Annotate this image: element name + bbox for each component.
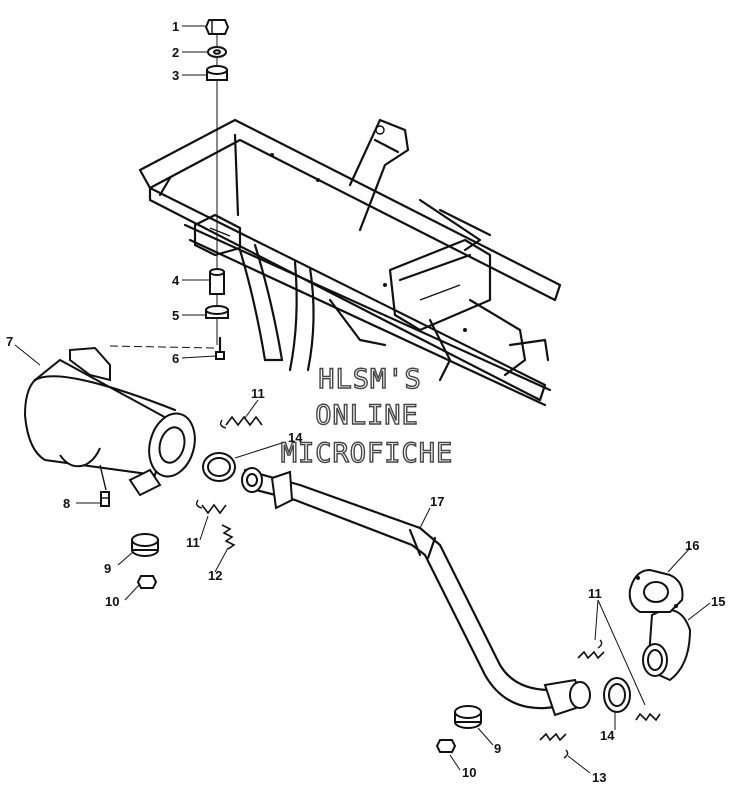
spring-part-13	[539, 732, 569, 759]
callout-11c: 11	[588, 586, 602, 601]
callout-12: 12	[208, 568, 222, 583]
callout-11b: 11	[186, 535, 200, 550]
callout-5: 5	[172, 308, 179, 323]
grommet-part-5	[205, 305, 229, 319]
callout-14a: 14	[288, 430, 303, 445]
watermark-line-3: MICROFICHE	[281, 438, 454, 469]
grommet-part-3	[206, 65, 228, 81]
callout-15: 15	[711, 594, 725, 609]
washer-part-2	[207, 46, 227, 58]
collar-part-4	[209, 268, 225, 295]
callout-9b: 9	[494, 741, 501, 756]
spring-part-11c	[577, 639, 605, 660]
watermark-line-2: ONLINE	[315, 400, 419, 431]
callout-17: 17	[430, 494, 444, 509]
callout-9a: 9	[104, 561, 111, 576]
spring-part-11d	[635, 712, 661, 722]
callout-13: 13	[592, 770, 606, 785]
header-pipe-part-17	[241, 467, 591, 717]
watermark-line-1: HLSM'S	[318, 364, 422, 395]
watermark: HLSM'S ONLINE MICROFICHE	[280, 363, 454, 469]
flange-part-15	[642, 609, 692, 682]
callout-11a: 11	[251, 386, 265, 401]
callout-14b: 14	[600, 728, 615, 743]
grommet-part-9a	[131, 533, 159, 557]
mount-stack	[109, 19, 230, 360]
nut-part-10b	[435, 739, 457, 753]
callout-16: 16	[685, 538, 699, 553]
gasket-part-14b	[603, 677, 631, 713]
callout-labels: 1 2 3 4 5 6 7 8 9 10 11 14 11 12 17 16 1…	[6, 19, 725, 785]
callout-6: 6	[172, 351, 179, 366]
gasket-part-14a	[202, 452, 236, 482]
leader-lines	[14, 25, 711, 774]
callout-8: 8	[63, 496, 70, 511]
spring-part-11a	[219, 415, 263, 429]
callout-2: 2	[172, 45, 179, 60]
callout-10a: 10	[105, 594, 119, 609]
spring-part-12	[221, 524, 236, 550]
nut-part-1	[204, 19, 230, 35]
bolt-part-8	[100, 491, 110, 507]
callout-7: 7	[6, 334, 13, 349]
frame-assembly	[138, 118, 562, 407]
spring-part-11b	[195, 499, 227, 515]
gasket-plate-part-16	[628, 568, 684, 613]
callout-10b: 10	[462, 765, 476, 780]
callout-1: 1	[172, 19, 179, 34]
bolt-part-6	[215, 336, 225, 360]
grommet-part-9b	[454, 705, 482, 729]
callout-4: 4	[172, 273, 180, 288]
callout-3: 3	[172, 68, 179, 83]
nut-part-10a	[136, 575, 158, 589]
muffler-part-7	[23, 346, 196, 497]
